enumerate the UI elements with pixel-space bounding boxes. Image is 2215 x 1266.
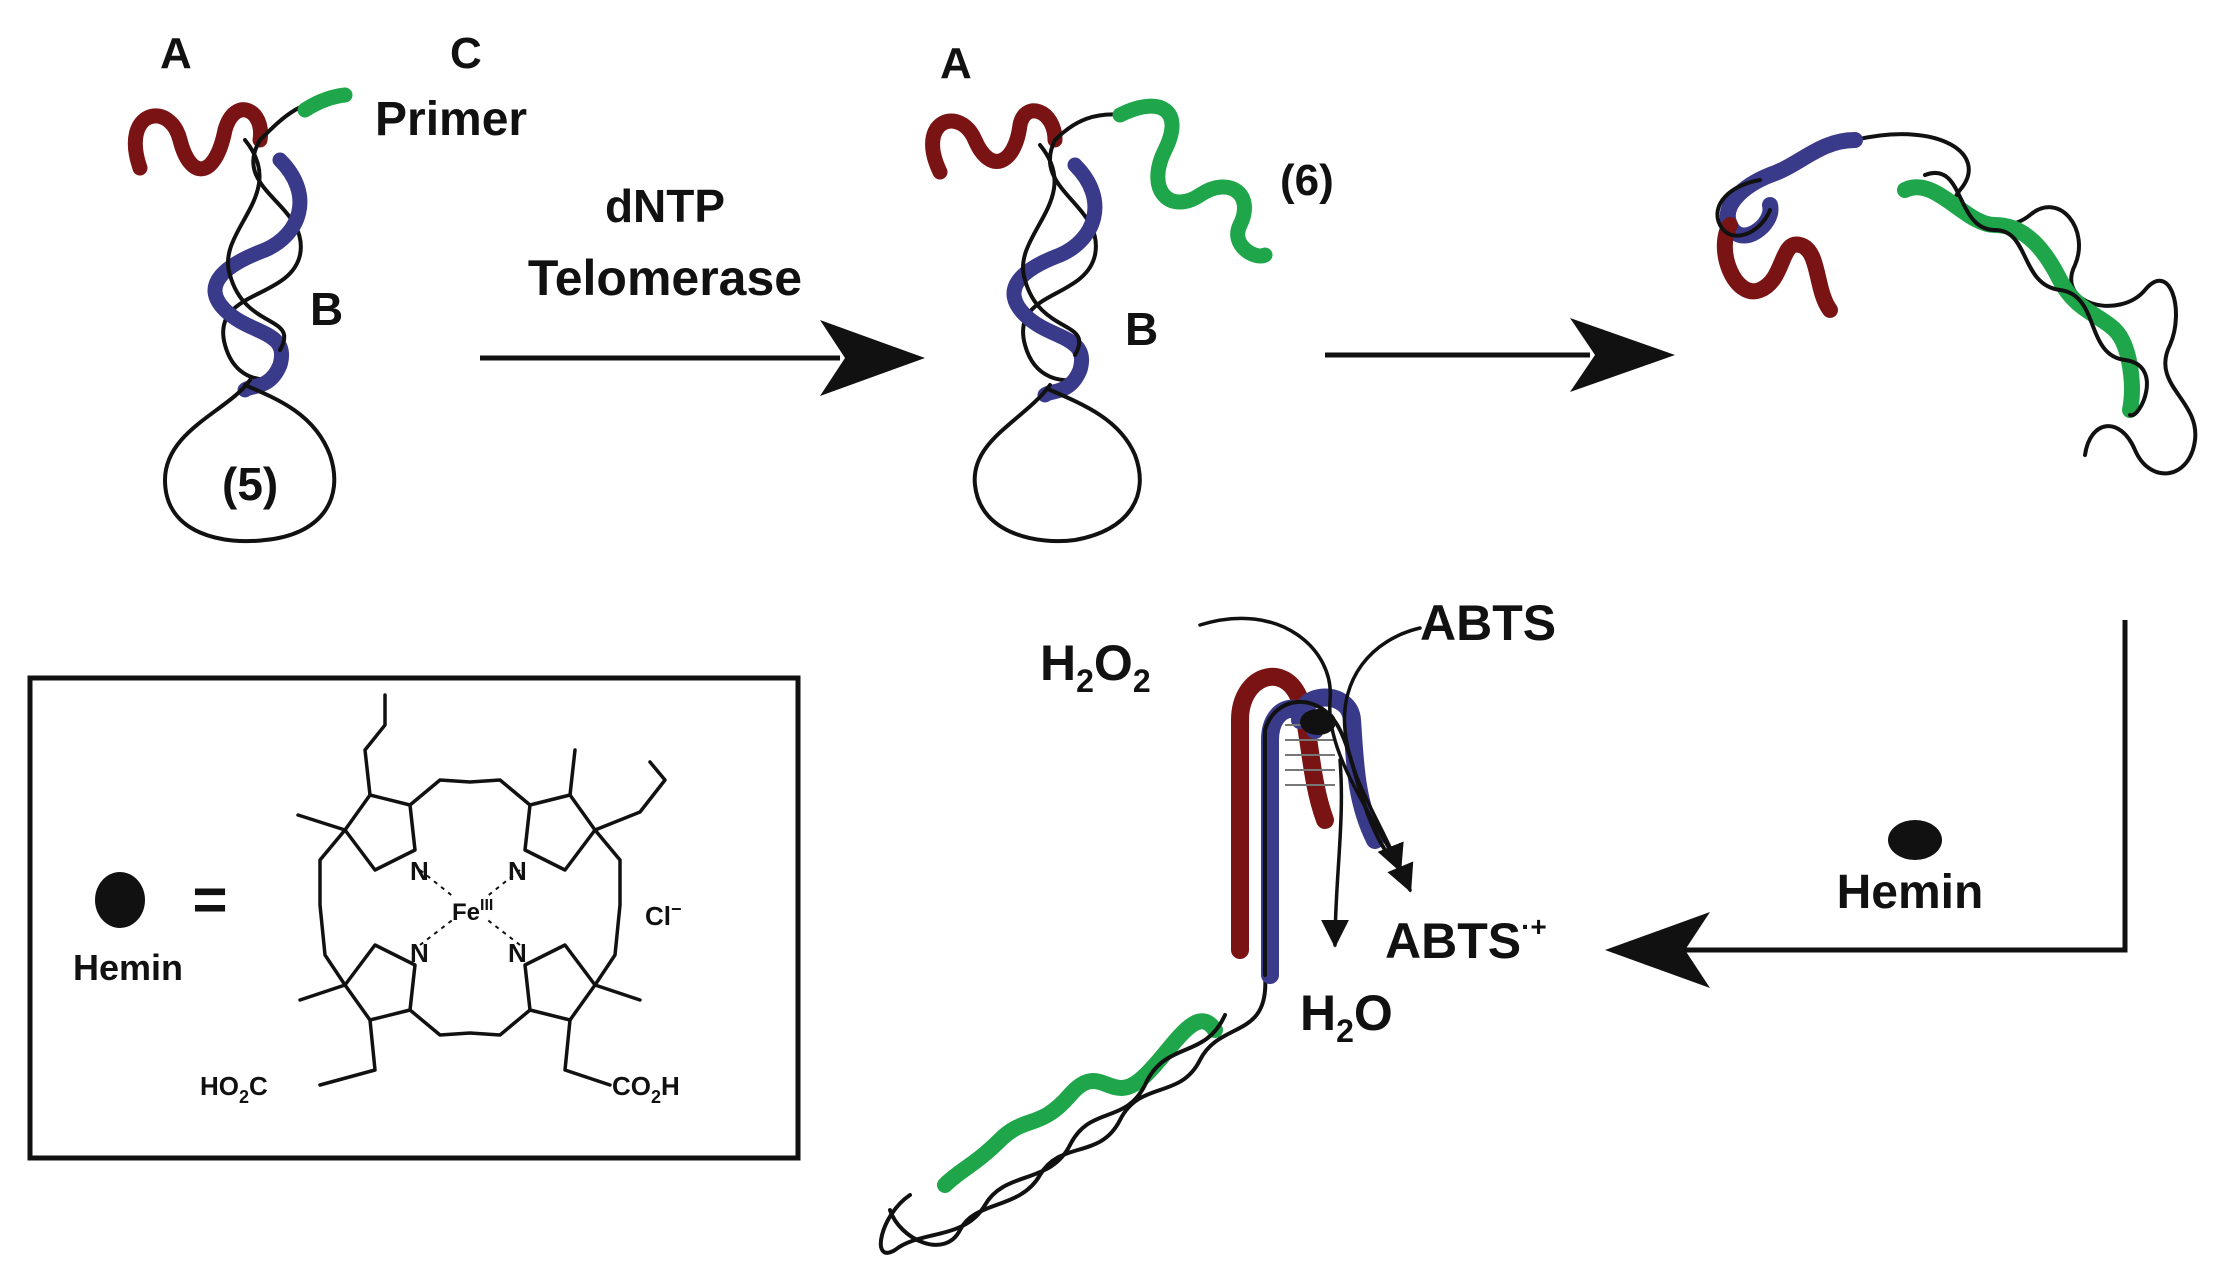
legend-n1: N (410, 856, 429, 886)
structure-6: A (6) B (925, 39, 1334, 544)
label-h2o: H2O (1300, 985, 1393, 1049)
strand-a-unfolded (1716, 217, 1838, 318)
legend-n4: N (508, 938, 527, 968)
label-a-6: A (940, 39, 972, 88)
legend-hemin-label: Hemin (73, 947, 183, 988)
arrow-h2o2 (1198, 616, 1414, 893)
backbone-lower-2 (878, 1013, 1227, 1255)
hemin-dot (1888, 820, 1942, 860)
arrow-1-line2: Telomerase (528, 250, 802, 306)
porphyrin-structure (296, 693, 667, 1087)
arrow-abts (1342, 626, 1422, 873)
unfolded-strand (1715, 132, 2198, 476)
label-primer-5: Primer (375, 93, 527, 146)
label-abts: ABTS (1420, 595, 1556, 651)
g-quartets (1285, 724, 1335, 786)
hemin-legend: = Hemin (27, 675, 801, 1161)
backbone-6 (1021, 138, 1098, 387)
loop-6 (972, 383, 1142, 544)
label-c-5: C (450, 29, 482, 78)
label-b-6: B (1125, 303, 1158, 355)
label-id-6: (6) (1280, 156, 1334, 205)
label-a-5: A (160, 29, 192, 78)
strand-c-lower (937, 1013, 1223, 1193)
hemin-bound (1300, 709, 1336, 735)
loop-unfolded (1715, 178, 1772, 238)
legend-hemin-dot (95, 872, 145, 928)
label-abts-radical: ABTS·+ (1385, 911, 1547, 969)
legend-equals: = (192, 866, 227, 933)
structure-5: A C Primer B (5) (127, 29, 527, 544)
legend-n2: N (508, 856, 527, 886)
arrow-h2o (1321, 758, 1350, 948)
backbone-lower (888, 973, 1268, 1247)
crossing-5 (226, 138, 287, 352)
strand-a-6 (925, 103, 1063, 180)
crossing-6 (1021, 143, 1082, 357)
arrowhead-2 (1570, 318, 1675, 392)
arrow-hemin: Hemin (1605, 620, 2128, 988)
legend-box (27, 675, 801, 1161)
arrowhead-1 (820, 320, 925, 396)
strand-c-6 (1112, 98, 1273, 264)
legend-n3: N (410, 938, 429, 968)
arrow-unfold (1325, 318, 1675, 392)
legend-chloride: Cl− (645, 899, 682, 931)
arrow-telomerase: dNTP Telomerase (480, 180, 925, 396)
label-id-5: (5) (222, 458, 278, 510)
strand-b-unfolded (1719, 132, 1863, 244)
backbone-unfolded-2 (1923, 170, 2149, 418)
label-h2o2: H2O2 (1040, 635, 1151, 699)
strand-b-6 (1006, 157, 1103, 403)
loop-5 (163, 378, 337, 544)
label-b-5: B (310, 283, 343, 335)
strand-b-5 (207, 152, 308, 398)
legend-fe: FeIII (452, 897, 493, 926)
strand-c-primer-5 (297, 87, 353, 118)
legend-acid-left: HO2C (200, 1071, 268, 1107)
arrow-1-line1: dNTP (605, 180, 725, 232)
g-quadruplex-complex: H2O2 ABTS ABTS·+ H2O (878, 595, 1556, 1255)
hemin-step-label: Hemin (1837, 866, 1984, 919)
legend-acid-right: CO2H (612, 1071, 680, 1107)
arrowhead-3 (1605, 912, 1710, 988)
strand-a-5 (127, 102, 269, 177)
strand-c-unfolded (1897, 179, 2140, 418)
